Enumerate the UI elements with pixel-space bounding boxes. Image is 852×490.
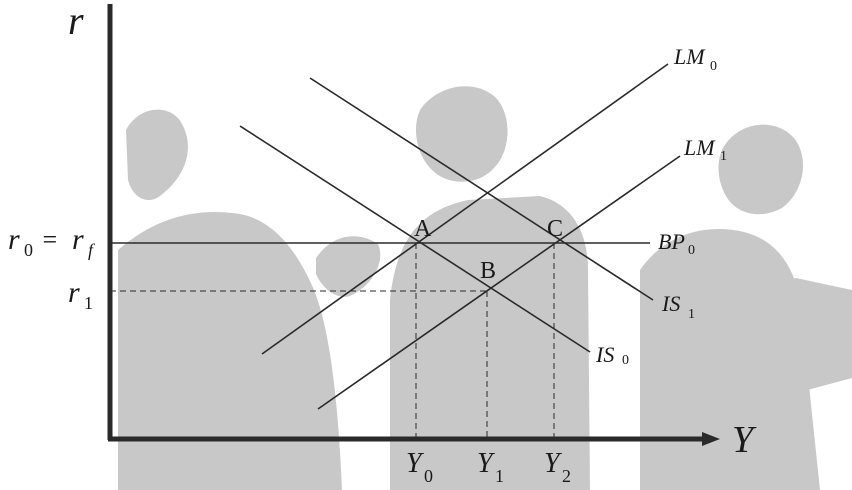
svg-text:0: 0 (24, 240, 33, 260)
svg-text:LM: LM (683, 135, 716, 160)
bp0-label: BP 0 (658, 229, 695, 258)
svg-text:IS: IS (595, 342, 614, 367)
is0-curve (239, 125, 591, 353)
r0-rf-label: r 0 = r f (8, 223, 96, 260)
svg-text:IS: IS (661, 291, 680, 316)
svg-text:0: 0 (424, 466, 433, 486)
r1-label: r 1 (68, 276, 93, 313)
is1-curve (309, 77, 654, 301)
svg-text:f: f (88, 240, 96, 260)
y1-label: Y 1 (477, 448, 504, 486)
lm1-curve (317, 155, 681, 410)
svg-text:r: r (72, 223, 84, 256)
svg-text:1: 1 (688, 307, 695, 322)
svg-text:Y: Y (544, 448, 563, 479)
svg-text:Y: Y (406, 448, 425, 479)
svg-text:=: = (36, 225, 64, 254)
svg-text:r: r (68, 276, 80, 309)
lm0-label: LM 0 (673, 44, 717, 74)
point-c-label: C (547, 216, 563, 242)
y2-label: Y 2 (544, 448, 571, 486)
x-axis-arrow-icon (702, 432, 720, 446)
svg-text:0: 0 (688, 243, 695, 258)
svg-text:BP: BP (658, 229, 685, 254)
svg-text:0: 0 (622, 353, 629, 368)
svg-text:1: 1 (720, 149, 727, 164)
svg-text:r: r (8, 223, 20, 256)
x-axis-title: Y (732, 419, 757, 461)
svg-text:1: 1 (495, 466, 504, 486)
svg-text:1: 1 (84, 293, 93, 313)
point-a-label: A (414, 216, 432, 242)
point-b-label: B (480, 258, 496, 284)
is1-label: IS 1 (661, 291, 695, 322)
lm1-label: LM 1 (683, 135, 727, 164)
svg-text:LM: LM (673, 44, 706, 69)
is0-label: IS 0 (595, 342, 629, 368)
y-axis-title: r (68, 0, 84, 43)
lm0-curve (261, 63, 669, 355)
svg-text:Y: Y (477, 448, 496, 479)
y0-label: Y 0 (406, 448, 433, 486)
svg-text:0: 0 (710, 59, 717, 74)
svg-text:2: 2 (562, 466, 571, 486)
